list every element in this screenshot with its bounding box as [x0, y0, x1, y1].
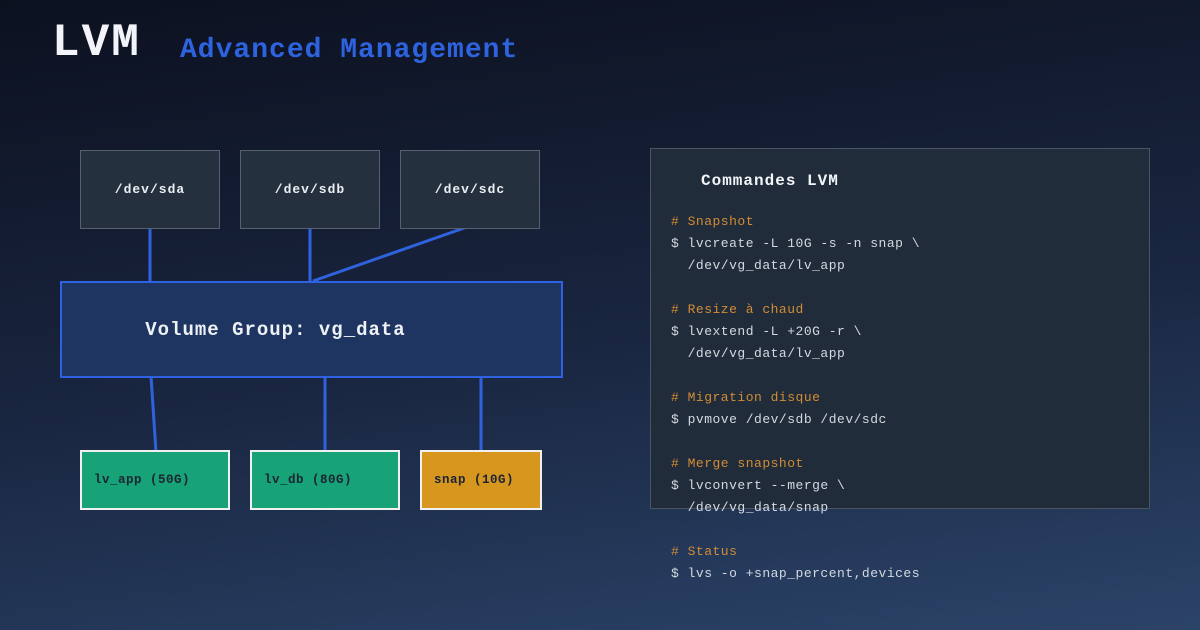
lv-label: lv_db (80G) — [264, 473, 353, 487]
command-comment: # Migration disque — [671, 390, 821, 405]
disk-label: /dev/sdb — [274, 182, 346, 197]
lv-label: snap (10G) — [434, 473, 515, 487]
command-comment: # Resize à chaud — [671, 302, 804, 317]
volume-group-label: Volume Group: vg_data — [145, 318, 406, 341]
command-line: $ lvs -o +snap_percent,devices — [671, 566, 921, 581]
disk-label: /dev/sdc — [434, 182, 506, 197]
disk-box-sdb: /dev/sdb — [240, 150, 380, 229]
connector-vg-lvapp — [149, 375, 158, 453]
commands-panel: Commandes LVM # Snapshot $ lvcreate -L 1… — [650, 148, 1150, 581]
command-line: $ lvconvert --merge \ — [671, 478, 846, 493]
command-section-resize: # Resize à chaud $ lvextend -L +20G -r \… — [671, 299, 1129, 365]
command-comment: # Merge snapshot — [671, 456, 804, 471]
command-comment: # Status — [671, 544, 738, 559]
command-line: $ pvmove /dev/sdb /dev/sdc — [671, 412, 887, 427]
lv-label: lv_app (50G) — [94, 473, 191, 487]
lv-box-lv-db: lv_db (80G) — [250, 450, 400, 510]
command-comment: # Snapshot — [671, 214, 755, 229]
disk-label: /dev/sda — [114, 182, 186, 197]
disk-box-sdc: /dev/sdc — [400, 150, 540, 229]
page-logo: LVM — [52, 17, 141, 69]
command-section-merge: # Merge snapshot $ lvconvert --merge \ /… — [671, 453, 1129, 519]
command-line: /dev/vg_data/lv_app — [671, 346, 846, 361]
connector-sdc-vg — [312, 225, 468, 283]
lv-box-snap: snap (10G) — [420, 450, 542, 510]
command-line: $ lvextend -L +20G -r \ — [671, 324, 862, 339]
command-section-migration: # Migration disque $ pvmove /dev/sdb /de… — [671, 387, 1129, 431]
commands-panel-title: Commandes LVM — [701, 172, 839, 190]
disk-box-sda: /dev/sda — [80, 150, 220, 229]
command-line: $ lvcreate -L 10G -s -n snap \ — [671, 236, 921, 251]
page-subtitle: Advanced Management — [180, 35, 519, 66]
command-line: /dev/vg_data/lv_app — [671, 258, 846, 273]
volume-group-box: Volume Group: vg_data — [60, 281, 563, 378]
lv-box-lv-app: lv_app (50G) — [80, 450, 230, 510]
command-list: # Snapshot $ lvcreate -L 10G -s -n snap … — [671, 211, 1129, 585]
command-section-snapshot: # Snapshot $ lvcreate -L 10G -s -n snap … — [671, 211, 1129, 277]
command-line: /dev/vg_data/snap — [671, 500, 829, 515]
command-section-status: # Status $ lvs -o +snap_percent,devices — [671, 541, 1129, 585]
